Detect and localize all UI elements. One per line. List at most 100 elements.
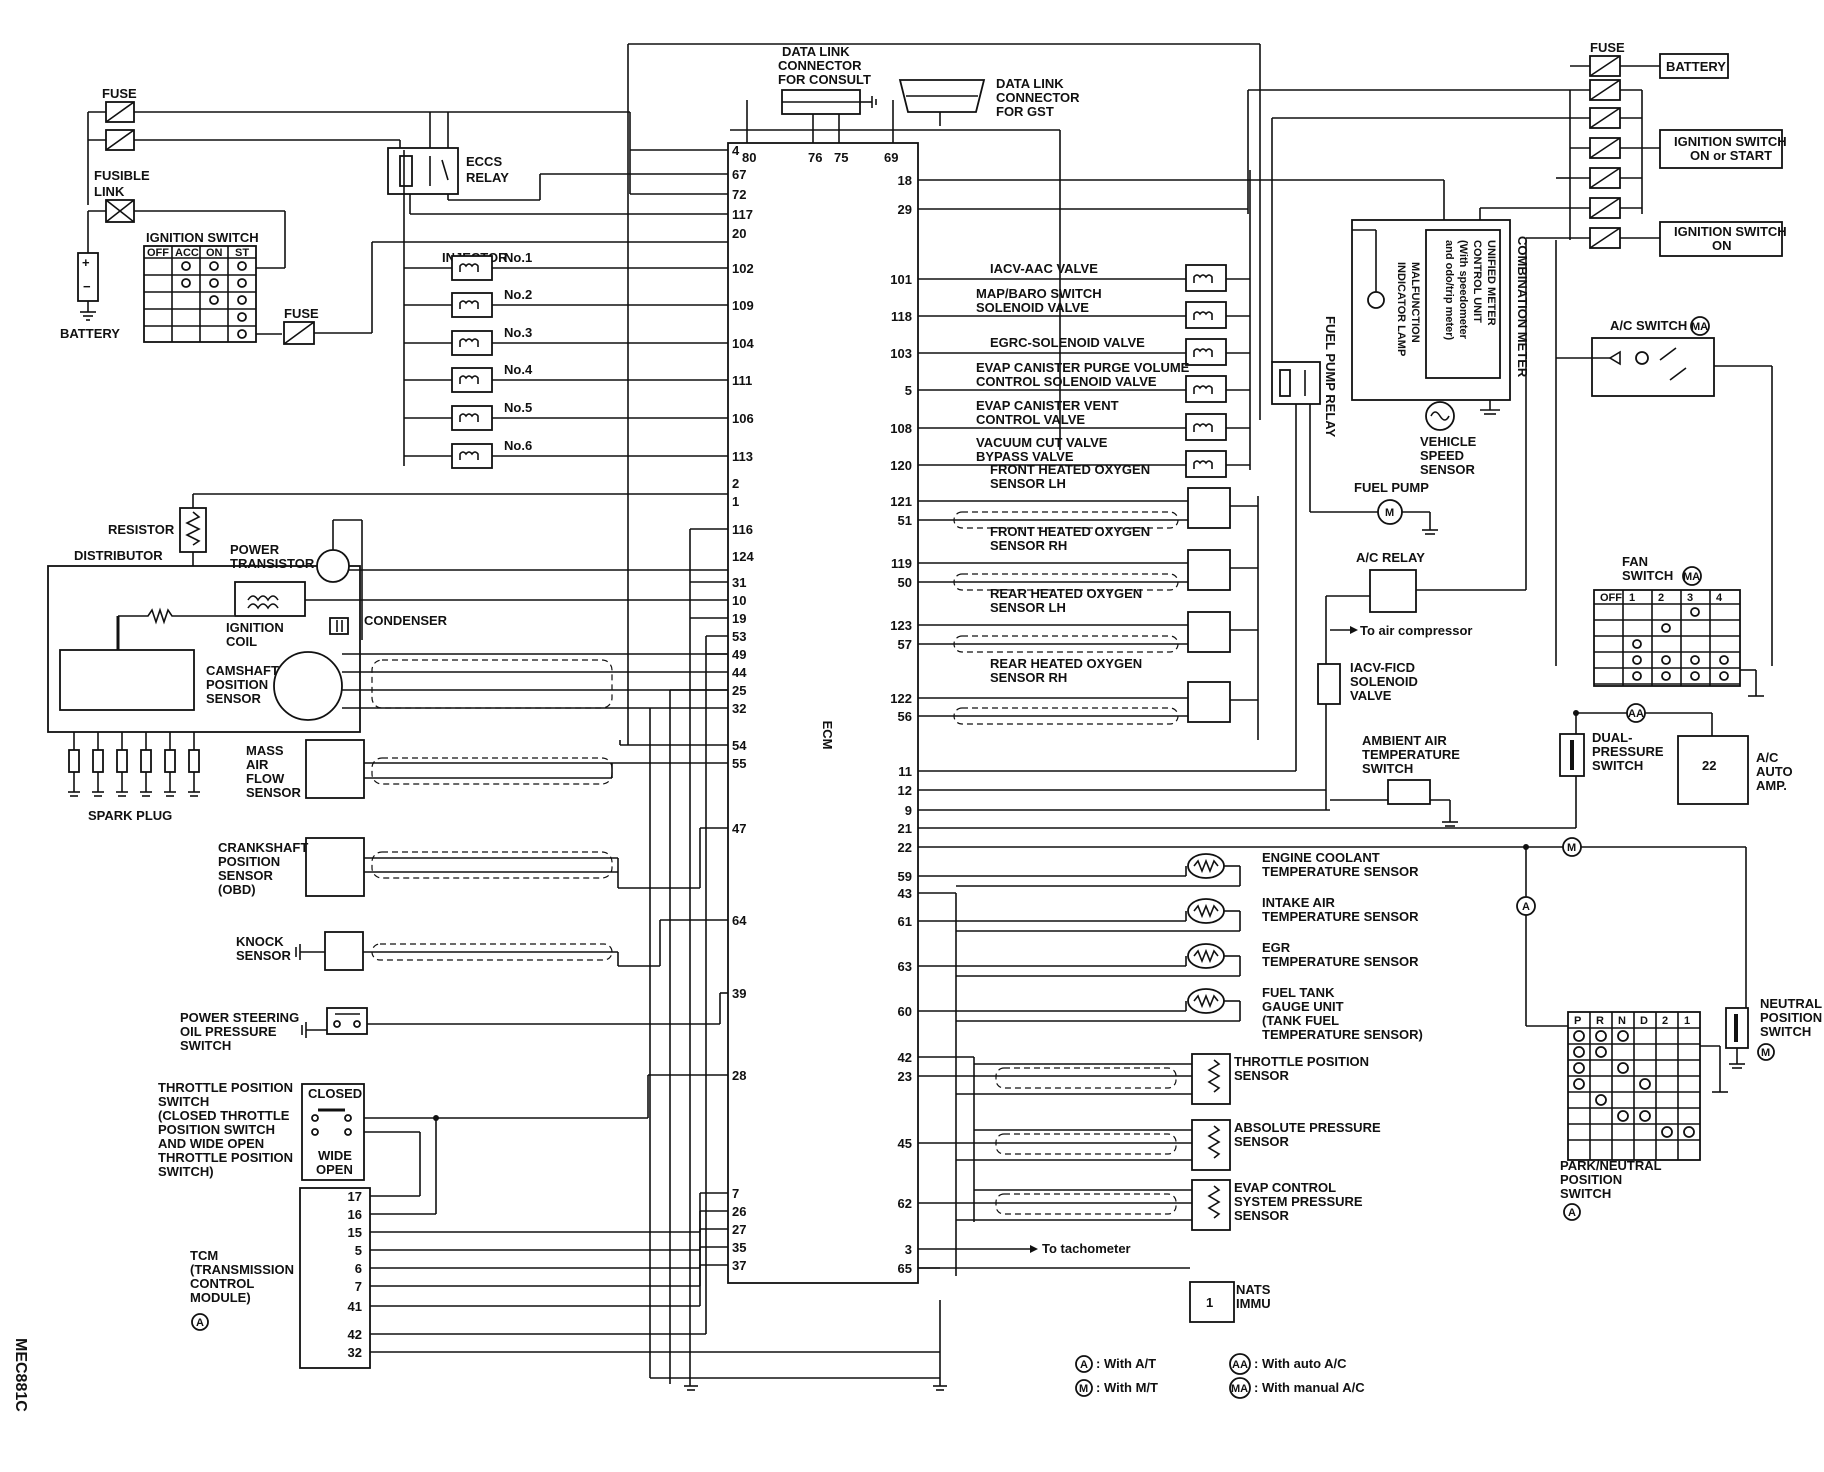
ps-label-3: SWITCH [180,1038,231,1053]
combination-meter-label: COMBINATION METER [1515,236,1530,378]
nats-label-2: IMMU [1236,1296,1271,1311]
ecm-pin-19: 19 [732,611,746,626]
tpsw-label-7: SWITCH) [158,1164,214,1179]
ecm-pin-124: 124 [732,549,754,564]
ecm-pin-113: 113 [732,449,753,464]
temp-label-1-2: TEMPERATURE SENSOR [1262,864,1419,879]
pn-col-1: R [1596,1015,1604,1027]
mil-lamp-icon [1367,291,1385,309]
crankshaft-sensor: CRANKSHAFT POSITION SENSOR (OBD) [218,827,728,897]
ac-switch: A/C SWITCH MA [1555,240,1773,666]
injector-label-3: No.3 [504,325,532,340]
ecm-pin-26: 26 [732,1204,746,1219]
ac-auto-amp-label-1: A/C [1756,750,1779,765]
ecm-pin-61: 61 [898,914,912,929]
dlc-consult: DATA LINK CONNECTOR FOR CONSULT [778,44,877,115]
distributor-label: DISTRIBUTOR [74,548,163,563]
ecm-pin-43: 43 [898,886,912,901]
valve-label-6-2: BYPASS VALVE [976,449,1074,464]
power-steering-switch: POWER STEERING OIL PRESSURE SWITCH [180,992,728,1053]
dual-pressure-label-3: SWITCH [1592,758,1643,773]
spark-plug-1 [68,732,80,797]
pot-label-3-2: SYSTEM PRESSURE [1234,1194,1363,1209]
ecm-pin-119: 119 [891,556,912,571]
tcm-label-3: CONTROL [190,1276,254,1291]
injector-5: No.5 [404,400,728,431]
tach-nats: To tachometer 1 NATS IMMU [918,1241,1271,1323]
fuse-right-6 [1570,197,1642,219]
legend-ma-marker: MA [1231,1383,1248,1395]
ecm-pin-64: 64 [732,913,747,928]
ecm-pin-69: 69 [884,150,898,165]
pot-label-3-1: EVAP CONTROL [1234,1180,1336,1195]
temp-label-4-1: FUEL TANK [1262,985,1335,1000]
dlc-gst: DATA LINK CONNECTOR FOR GST [898,76,1080,126]
ecm-pin-75: 75 [834,150,848,165]
ac-relay: A/C RELAY To air compressor IACV-FICD SO… [1317,240,1527,827]
legend-aa-marker: AA [1232,1359,1248,1371]
ecm-pin-117: 117 [732,207,753,222]
ign-on-label-2: ON [1712,238,1732,253]
maf-label-4: SENSOR [246,785,302,800]
ambient-label-2: TEMPERATURE [1362,747,1460,762]
ign-on-label-1: IGNITION SWITCH [1674,224,1787,239]
ac-auto-pin: 22 [1702,758,1716,773]
dual-pressure-aa-marker: AA [1628,708,1644,720]
spark-plug-3 [116,732,128,797]
tcm-module: TCM (TRANSMISSION CONTROL MODULE) A 1716… [190,1187,728,1369]
battery-minus: − [83,279,91,294]
spark-plug-2 [92,732,104,797]
ecm-pin-7: 7 [732,1186,739,1201]
crank-label-1: CRANKSHAFT [218,840,308,855]
ecm-pin-20: 20 [732,226,746,241]
fuse-right-4 [1570,137,1642,159]
left-bus [370,43,1261,1391]
tcm-pin-41: 41 [348,1299,362,1314]
ecm-pin-4: 4 [732,143,740,158]
ecm-pin-10: 10 [732,593,746,608]
injector-6: No.6 [404,438,728,469]
vss-label-2: SPEED [1420,448,1464,463]
pn-col-5: 1 [1684,1015,1690,1027]
maf-sensor: MASS AIR FLOW SENSOR [246,739,728,800]
injector-label-1: No.1 [504,250,532,265]
pn-col-2: N [1618,1015,1626,1027]
battery-label-left: BATTERY [60,326,120,341]
ecm-pin-32: 32 [732,701,746,716]
crank-label-2: POSITION [218,854,280,869]
ignition-coil-label-2: COIL [226,634,257,649]
pot-label-3-3: SENSOR [1234,1208,1290,1223]
ecm-pin-76: 76 [808,150,822,165]
dual-pressure-switch: DUAL- PRESSURE SWITCH AA 22 A/C AUTO AMP… [918,703,1793,829]
ecm-pin-5: 5 [905,383,912,398]
crank-label-4: (OBD) [218,882,256,897]
valve-label-2-2: SOLENOID VALVE [976,300,1089,315]
dlc-consult-label-1: DATA LINK [782,44,850,59]
ecm-pin-118: 118 [891,309,912,324]
dlc-consult-label-3: FOR CONSULT [778,72,871,87]
ecm-pin-22: 22 [898,840,912,855]
legend-m-text: : With M/T [1096,1380,1158,1395]
fuse-right-7 [1570,227,1642,249]
injector-3: No.3 [404,325,728,356]
fan-switch-label-2: SWITCH [1622,568,1673,583]
tpsw-label-2: SWITCH [158,1094,209,1109]
pot-label-1-2: SENSOR [1234,1068,1290,1083]
unified-meter-label-3: (With speedometer [1457,240,1469,340]
ecm-pin-80: 80 [742,150,756,165]
wide-open-label-1: WIDE [318,1148,352,1163]
injector-group: INJECTOR No.1No.2No.3No.4No.5No.6 [403,150,728,469]
pot-label-2-2: SENSOR [1234,1134,1290,1149]
maf-label-2: AIR [246,757,269,772]
ecm-pin-67: 67 [732,167,746,182]
iacv-ficd-label-1: IACV-FICD [1350,660,1415,675]
park-neutral-switch-a-marker: A [1568,1207,1576,1219]
